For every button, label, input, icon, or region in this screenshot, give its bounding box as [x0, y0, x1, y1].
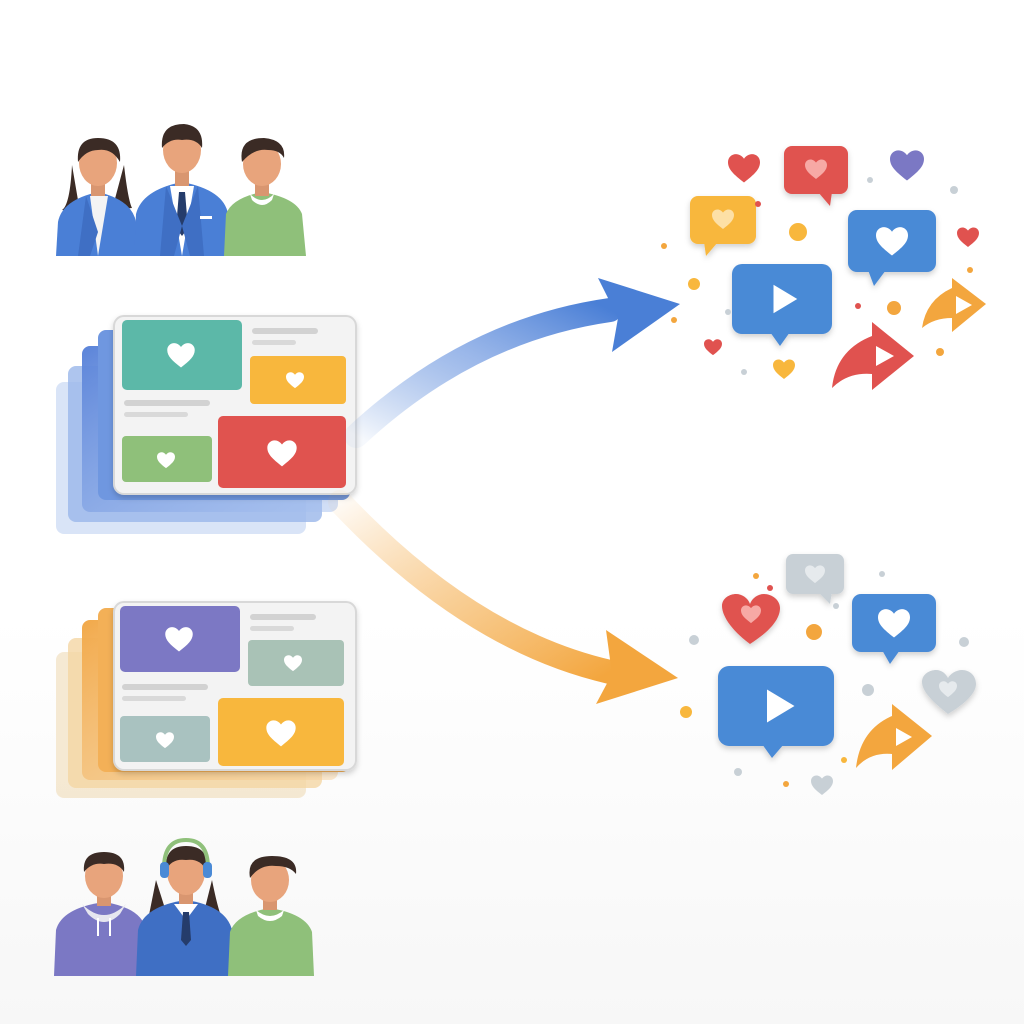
chat-bubble-icon — [690, 196, 756, 256]
content-stack-top — [56, 315, 357, 534]
arrow-blue-up — [344, 278, 680, 448]
heart-icon — [704, 339, 722, 356]
heart-icon — [957, 227, 979, 247]
content-card-front-bottom[interactable] — [113, 601, 357, 771]
chat-bubble-icon — [852, 594, 936, 664]
heart-icon — [811, 775, 833, 795]
heart-icon — [773, 359, 795, 379]
person-man-green — [228, 856, 314, 976]
content-stack-bottom — [56, 601, 357, 798]
play-bubble-icon — [732, 264, 832, 346]
headset-icon — [162, 837, 210, 869]
play-bubble-icon — [718, 666, 834, 758]
person-man-green — [224, 138, 306, 256]
chat-bubble-icon — [848, 210, 936, 286]
engagement-cluster-top — [661, 146, 986, 390]
audience-group-bottom — [54, 837, 314, 976]
person-woman-blazer — [56, 138, 138, 256]
heart-icon — [728, 154, 760, 183]
share-arrow-icon — [922, 278, 986, 332]
person-man-hoodie — [54, 852, 148, 976]
arrow-orange-down — [328, 490, 678, 704]
heart-bubble-icon — [922, 670, 976, 714]
share-arrow-icon — [856, 704, 932, 770]
content-card-front-top[interactable] — [113, 315, 357, 495]
engagement-cluster-bottom — [680, 554, 976, 795]
person-woman-headset — [136, 837, 234, 976]
chat-bubble-icon — [784, 146, 848, 206]
heart-icon — [890, 150, 924, 181]
heart-bubble-icon — [722, 594, 780, 644]
chat-bubble-icon — [786, 554, 844, 604]
audience-group-top — [56, 124, 306, 256]
share-arrow-icon — [832, 322, 914, 390]
person-man-suit — [134, 124, 230, 256]
